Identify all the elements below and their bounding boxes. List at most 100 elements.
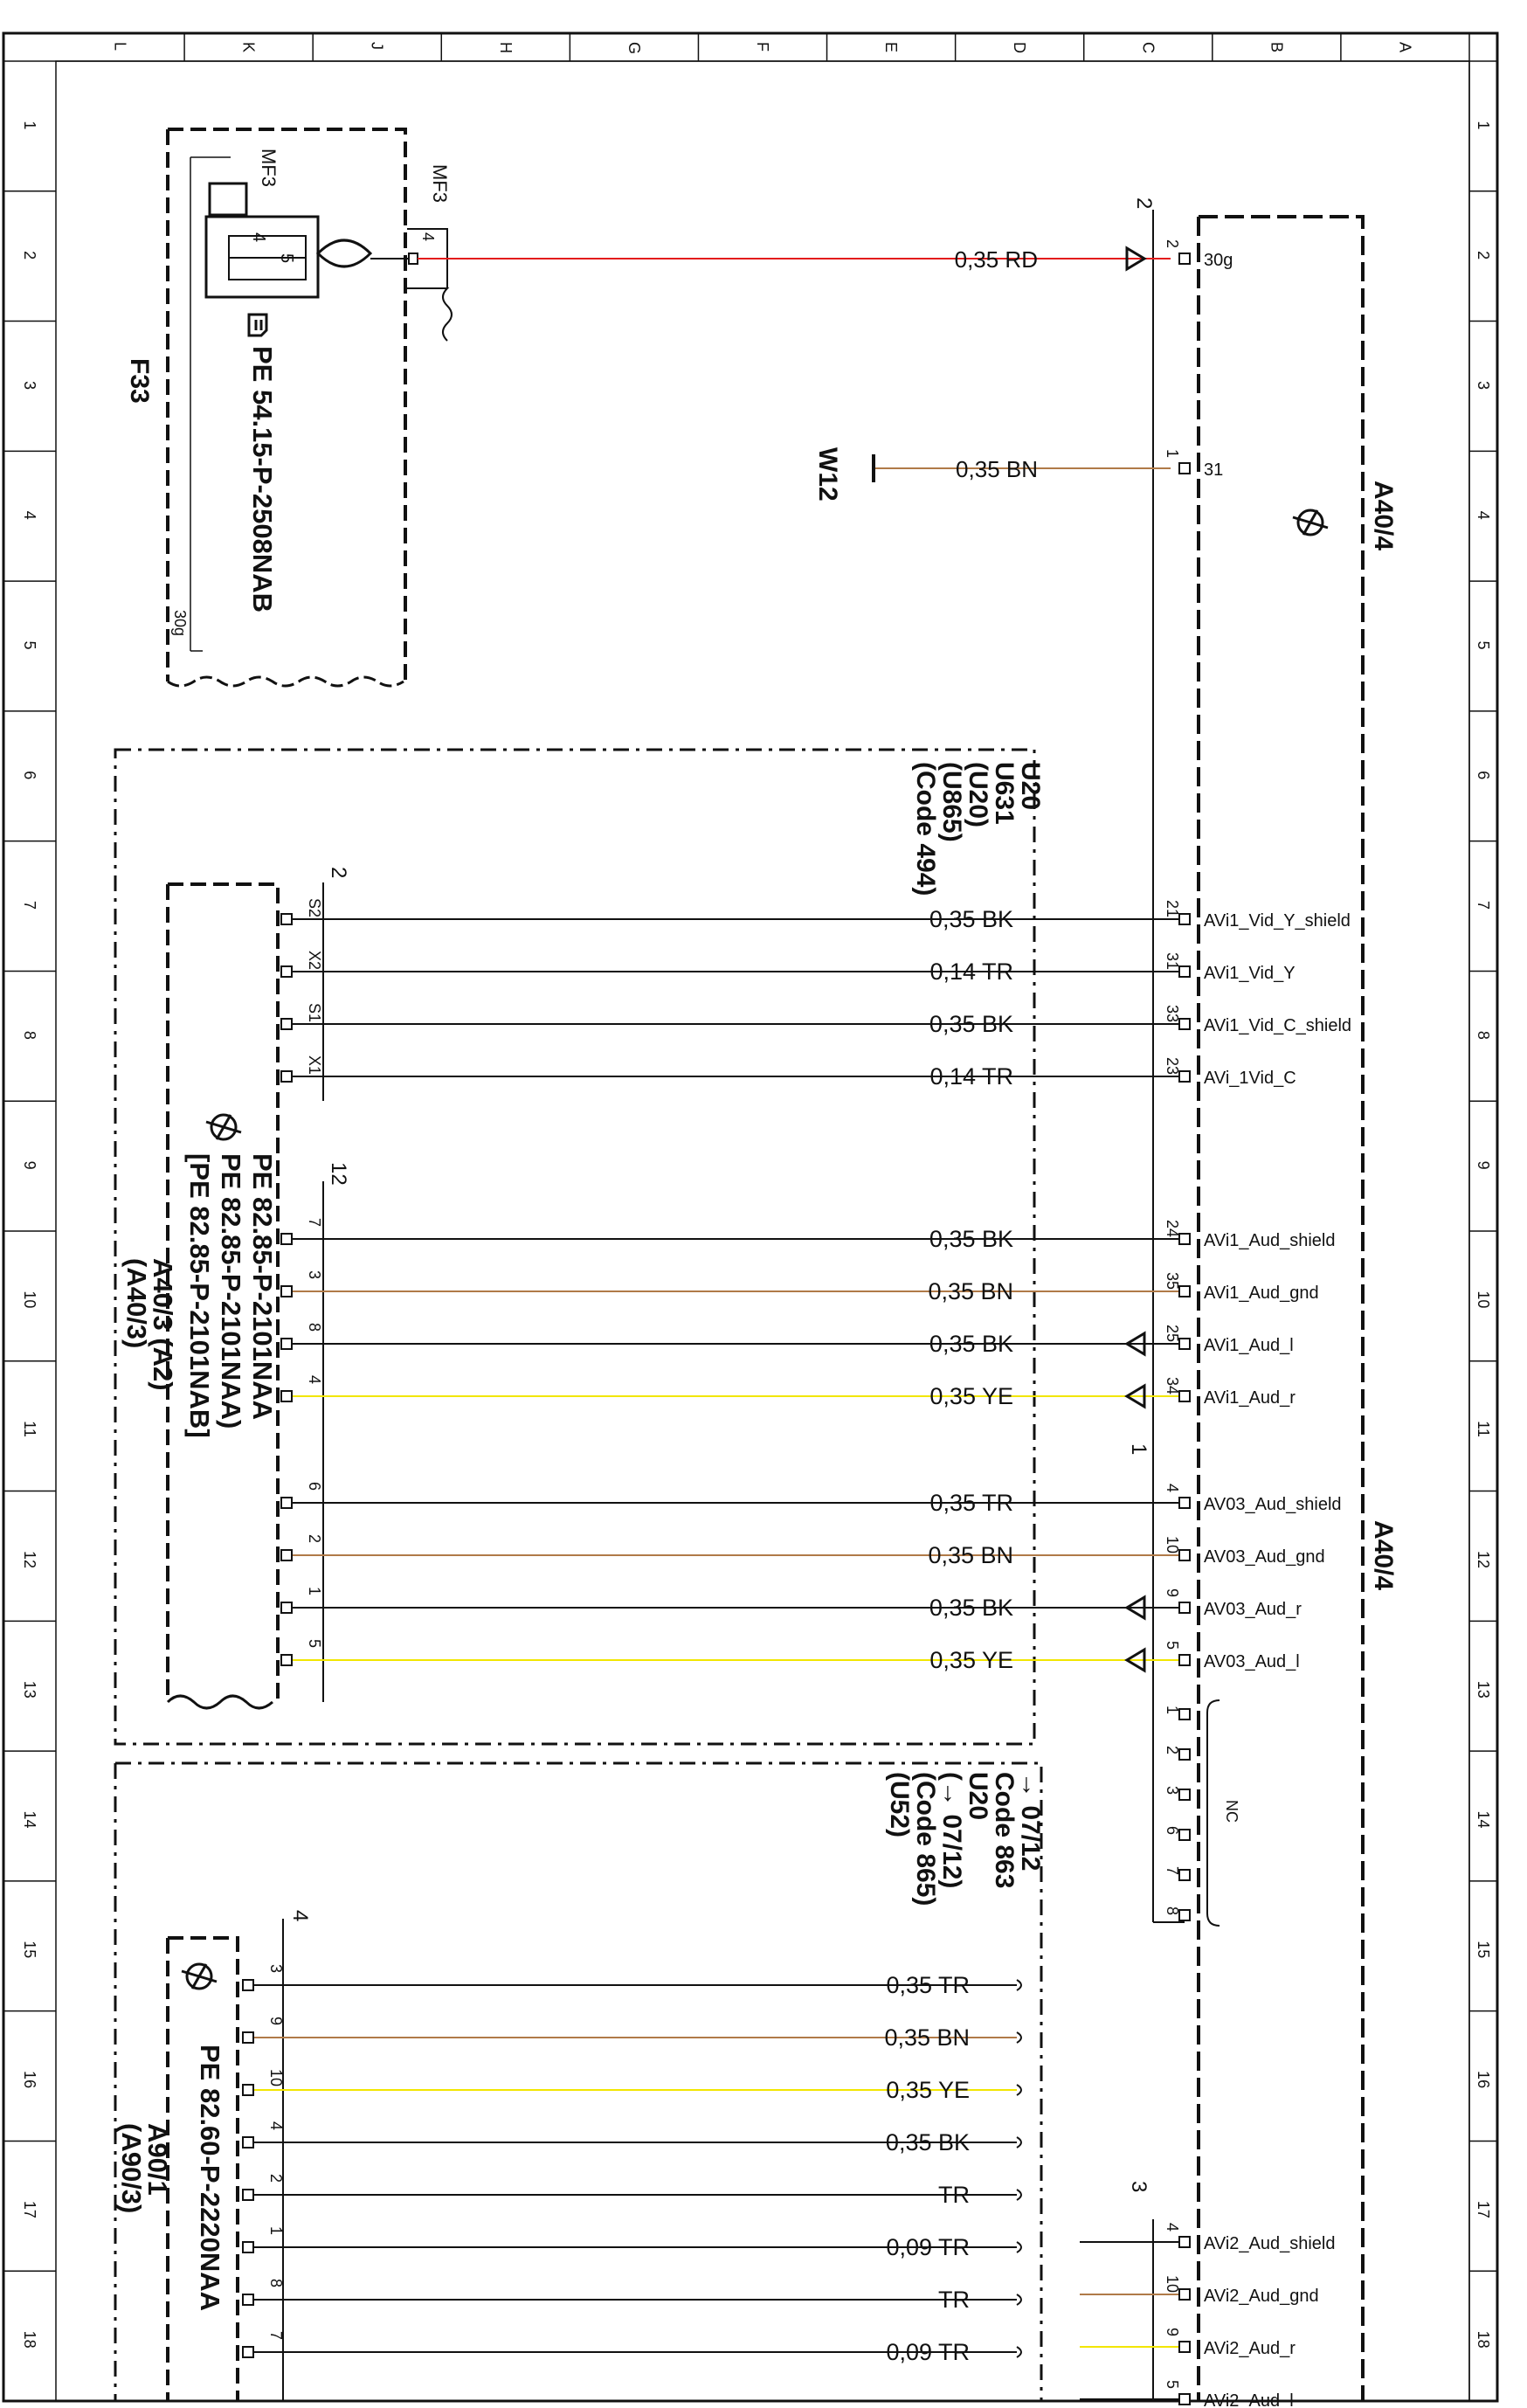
wire-label: TR [938, 2182, 970, 2208]
left-pin-number: X2 [306, 951, 323, 970]
a90-1-outer-block [114, 1761, 1043, 2401]
a40-4-pin-label: AVi1_Aud_gnd [1204, 1284, 1319, 1303]
column-marker: K [240, 42, 258, 52]
wire-label: 0,35 RD [955, 246, 1038, 273]
left-pin-number: 8 [306, 1323, 323, 1332]
reference-line: A90/1 [142, 2123, 173, 2196]
pin-stub [1178, 1233, 1191, 1245]
f33-ref: F33 [125, 358, 154, 404]
a40-4-pin-label: AVi2_Aud_l [1204, 2391, 1294, 2408]
a90-1-conn-4: 4 [288, 1910, 312, 1921]
f33-pe-reference: PE 54.15-P-2508NAB [247, 346, 278, 612]
pe-reference: PE 82.85-P-2101NAA [247, 1153, 278, 1420]
a40-4-conn-3: 3 [1127, 2181, 1150, 2192]
pin-stub [242, 2136, 254, 2149]
wire-break [1016, 2241, 1022, 2253]
pin-stub [280, 1549, 293, 1561]
a40-4-pin-number: 4 [1164, 1484, 1181, 1492]
a40-4-pin-label: AVi1_Aud_r [1204, 1388, 1296, 1408]
wire-label: TR [938, 2287, 970, 2313]
pe-reference: PE 82.85-P-2101NAA) [216, 1153, 246, 1429]
pin-stub [1178, 2288, 1191, 2301]
a90-1-pe-reference: PE 82.60-P-2220NAA [195, 2045, 225, 2311]
wire-label: 0,35 BN [928, 1542, 1013, 1568]
a40-4-conn-2: 2 [1132, 197, 1156, 209]
column-marker: E [882, 42, 900, 52]
row-marker-left: 8 [21, 1031, 38, 1040]
variant-line: (U52) [885, 1772, 914, 1837]
row-marker-right: 1 [1475, 121, 1492, 129]
wire-label: 0,35 BK [929, 1331, 1013, 1357]
a40-4-pin-label: AVi1_Aud_shield [1204, 1231, 1336, 1250]
pin-stub [280, 1018, 293, 1030]
left-pin-number: 1 [267, 2226, 285, 2235]
pin-stub [1178, 1018, 1191, 1030]
row-marker-left: 9 [21, 1161, 38, 1170]
a40-3-reference-labels: A40/3 (A2)(A40/3) [121, 1258, 178, 1391]
left-pin-number: 3 [306, 1270, 323, 1279]
pe-reference: [PE 82.85-P-2101NAB] [184, 1153, 215, 1438]
wire-label: 0,35 BN [956, 456, 1038, 482]
row-marker-left: 5 [21, 641, 38, 650]
pin-stub [280, 1070, 293, 1083]
wire-label: 0,09 TR [886, 2234, 970, 2260]
row-marker-right: 3 [1475, 381, 1492, 390]
a40-4-pin-number: 21 [1164, 900, 1181, 917]
row-marker-right: 16 [1475, 2071, 1492, 2088]
a40-4-pin-number: 4 [1164, 2223, 1181, 2232]
a40-4-pin-number: 34 [1164, 1377, 1181, 1394]
wire-label: 0,35 YE [929, 1383, 1013, 1409]
wire-break [1016, 1979, 1022, 1991]
pin-stub [1178, 1654, 1191, 1666]
nc-pin-number: 7 [1164, 1866, 1181, 1875]
left-pin-number: 3 [267, 1964, 285, 1973]
fuse-inner-pin: 4 [249, 232, 268, 242]
pin-stub [242, 1979, 254, 1991]
column-marker: L [112, 42, 129, 51]
wire-label: 0,35 TR [929, 1490, 1013, 1516]
variant-line: U20 [1016, 762, 1045, 810]
row-marker-left: 3 [21, 381, 38, 390]
a40-4-pin-label: AVi1_Vid_C_shield [1204, 1016, 1351, 1035]
pin-stub [242, 2031, 254, 2044]
arrow-icon [1124, 1331, 1146, 1357]
row-marker-left: 4 [21, 511, 38, 520]
pin-stub [280, 1233, 293, 1245]
wire-break [1016, 2084, 1022, 2096]
mf3-pin-4: 4 [419, 232, 437, 241]
pin-stub [280, 913, 293, 925]
row-marker-right: 9 [1475, 1161, 1492, 1170]
wire-label: 0,35 YE [886, 2077, 970, 2103]
nc-label: NC [1223, 1800, 1240, 1823]
wire-label: 0,35 BK [929, 1226, 1013, 1252]
a40-4-pin-label: AVi2_Aud_shield [1204, 2234, 1336, 2253]
pin-stub [280, 965, 293, 978]
pin-stub [1178, 1869, 1191, 1881]
wire-label: 0,35 YE [929, 1647, 1013, 1673]
column-marker: A [1396, 42, 1413, 52]
a40-4-pin-number: 31 [1164, 952, 1181, 970]
a40-4-pin-number: 23 [1164, 1057, 1181, 1075]
nc-pin-number: 1 [1164, 1706, 1181, 1714]
pin-stub [1178, 913, 1191, 925]
a40-4-pin-number: 5 [1164, 1641, 1181, 1650]
reference-line: (A40/3) [121, 1258, 152, 1348]
ground-w12-label: W12 [813, 447, 842, 502]
nc-pin-number: 8 [1164, 1906, 1181, 1915]
a40-4-pin-number: 1 [1164, 449, 1181, 458]
a40-4-pin-label: AV03_Aud_shield [1204, 1495, 1342, 1514]
left-pin-number: 6 [306, 1482, 323, 1491]
arrow-icon [1124, 1595, 1146, 1621]
left-pin-number: X1 [306, 1055, 323, 1075]
a40-4-block [1152, 210, 1365, 2401]
row-marker-left: 16 [21, 2071, 38, 2088]
left-pin-number: 5 [306, 1639, 323, 1648]
wire-break [1016, 2294, 1022, 2306]
row-marker-left: 15 [21, 1941, 38, 1958]
pin-stub [1178, 1070, 1191, 1083]
pin-stub [242, 2346, 254, 2358]
row-marker-left: 18 [21, 2331, 38, 2349]
